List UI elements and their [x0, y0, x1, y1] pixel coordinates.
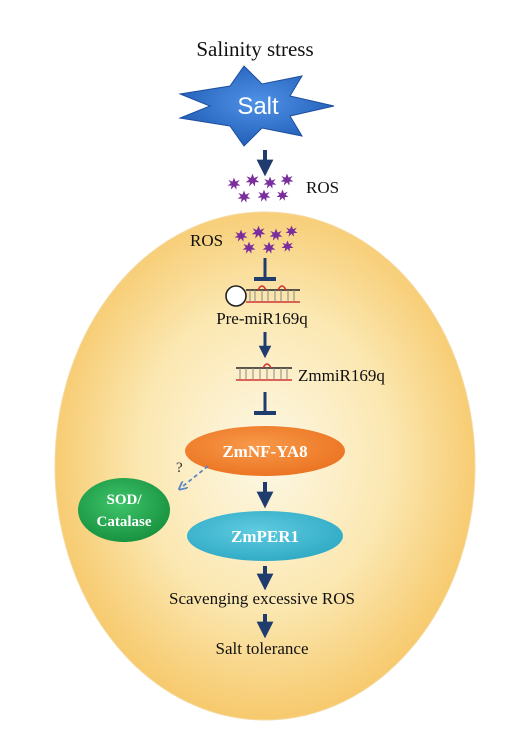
salt-tolerance-label: Salt tolerance — [216, 639, 309, 658]
ros-outside-label: ROS — [306, 178, 339, 197]
salt-starburst-icon — [178, 65, 335, 147]
sod-label-line2: Catalase — [97, 514, 152, 530]
zmnf-ya8-node — [185, 426, 345, 476]
pre-mirna-hairpin-icon — [225, 285, 300, 307]
mature-mirna-icon — [236, 363, 292, 381]
ros-inside-label: ROS — [190, 231, 223, 250]
question-mark: ? — [176, 460, 183, 476]
pre-mirna-label: Pre-miR169q — [216, 309, 308, 328]
salt-label: Salt — [237, 93, 279, 120]
dashed-arrow-to-sod — [182, 465, 209, 487]
ros-cluster-outside-icon — [227, 173, 294, 203]
zmper1-node — [187, 511, 343, 561]
inhibition-mirna-to-nfya8 — [254, 392, 276, 415]
zmper1-label: ZmPER1 — [231, 527, 299, 546]
sod-catalase-node — [78, 478, 170, 542]
zmnf-ya8-label: ZmNF-YA8 — [222, 442, 307, 461]
inhibition-ros-to-pre-mirna — [254, 258, 276, 281]
sod-label-line1: SOD/ — [106, 492, 142, 508]
scavenging-label: Scavenging excessive ROS — [169, 589, 355, 608]
mature-mirna-label: ZmmiR169q — [298, 366, 385, 385]
title: Salinity stress — [196, 37, 313, 61]
